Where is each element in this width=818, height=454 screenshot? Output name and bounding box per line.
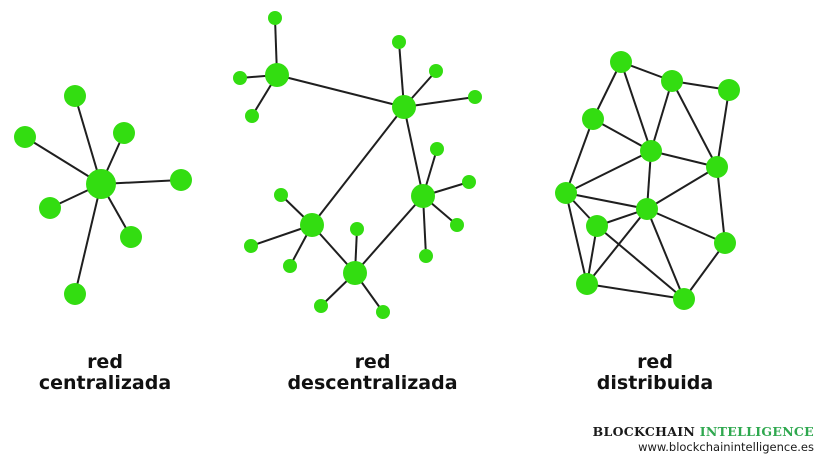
- decentralized-node: [430, 142, 444, 156]
- distributed-edge: [646, 166, 718, 210]
- decentralized-node: [314, 299, 328, 313]
- decentralized-edge: [403, 106, 424, 197]
- distributed-node: [661, 70, 683, 92]
- distributed-node: [718, 79, 740, 101]
- distributed-node: [586, 215, 608, 237]
- distributed-node: [636, 198, 658, 220]
- centralized-edge: [74, 183, 102, 295]
- distributed-edge: [586, 283, 685, 300]
- distributed-node: [714, 232, 736, 254]
- distributed-node: [582, 108, 604, 130]
- brand-name: BLOCKCHAIN INTELLIGENCE: [593, 424, 814, 439]
- distributed-edge: [646, 208, 726, 244]
- distributed-edge: [716, 89, 730, 168]
- distributed-edge: [565, 192, 588, 285]
- decentralized-node: [274, 188, 288, 202]
- caption-decentralized-line1: red: [354, 351, 391, 373]
- centralized-node: [113, 122, 135, 144]
- distributed-edge: [646, 208, 685, 300]
- centralized-node: [120, 226, 142, 248]
- centralized-node: [39, 197, 61, 219]
- decentralized-node: [419, 249, 433, 263]
- centralized-node: [64, 85, 86, 107]
- decentralized-node: [343, 261, 367, 285]
- caption-centralized-line1: red: [87, 351, 123, 373]
- distributed-node: [576, 273, 598, 295]
- distributed-edge: [592, 118, 652, 152]
- decentralized-node: [468, 90, 482, 104]
- caption-decentralized: red descentralizada: [280, 352, 465, 394]
- decentralized-node: [392, 95, 416, 119]
- decentralized-edge: [354, 195, 424, 274]
- centralized-node: [64, 283, 86, 305]
- caption-distributed-line2: distribuida: [596, 372, 714, 394]
- decentralized-node: [376, 305, 390, 319]
- distributed-edge: [620, 61, 652, 152]
- caption-centralized-line2: centralizada: [38, 372, 172, 394]
- decentralized-node: [429, 64, 443, 78]
- distributed-edge: [716, 166, 726, 244]
- decentralized-node: [350, 222, 364, 236]
- distributed-edge: [586, 208, 648, 285]
- caption-distributed: red distribuida: [580, 352, 730, 394]
- decentralized-node: [245, 109, 259, 123]
- centralized-node: [14, 126, 36, 148]
- distributed-edge: [650, 150, 718, 168]
- decentralized-edge: [311, 106, 405, 226]
- decentralized-node: [300, 213, 324, 237]
- decentralized-node: [265, 63, 289, 87]
- distributed-edge: [671, 80, 718, 168]
- decentralized-node: [450, 218, 464, 232]
- brand-name-part1: BLOCKCHAIN: [592, 424, 700, 439]
- centralized-node: [86, 169, 116, 199]
- decentralized-edge: [276, 74, 405, 108]
- caption-distributed-line1: red: [637, 351, 673, 373]
- distributed-network: [555, 51, 740, 310]
- decentralized-node: [268, 11, 282, 25]
- decentralized-node: [283, 259, 297, 273]
- brand-block: BLOCKCHAIN INTELLIGENCE www.blockchainin…: [593, 424, 814, 454]
- distributed-edge: [565, 118, 594, 194]
- decentralized-node: [233, 71, 247, 85]
- centralized-node: [170, 169, 192, 191]
- centralized-edge: [74, 95, 102, 185]
- distributed-edge: [596, 225, 685, 300]
- caption-centralized: red centralizada: [30, 352, 180, 394]
- distributed-edge: [565, 192, 648, 210]
- distributed-node: [706, 156, 728, 178]
- distributed-node: [555, 182, 577, 204]
- decentralized-node: [392, 35, 406, 49]
- distributed-edge: [650, 80, 673, 152]
- distributed-node: [640, 140, 662, 162]
- decentralized-node: [411, 184, 435, 208]
- brand-url: www.blockchainintelligence.es: [638, 440, 814, 454]
- decentralized-network: [233, 11, 482, 319]
- decentralized-node: [462, 175, 476, 189]
- centralized-network: [14, 85, 192, 305]
- decentralized-node: [244, 239, 258, 253]
- distributed-edge: [565, 150, 652, 194]
- brand-name-part2: INTELLIGENCE: [699, 424, 814, 439]
- caption-decentralized-line2: descentralizada: [287, 372, 458, 394]
- distributed-node: [610, 51, 632, 73]
- distributed-node: [673, 288, 695, 310]
- distributed-edge: [683, 242, 726, 300]
